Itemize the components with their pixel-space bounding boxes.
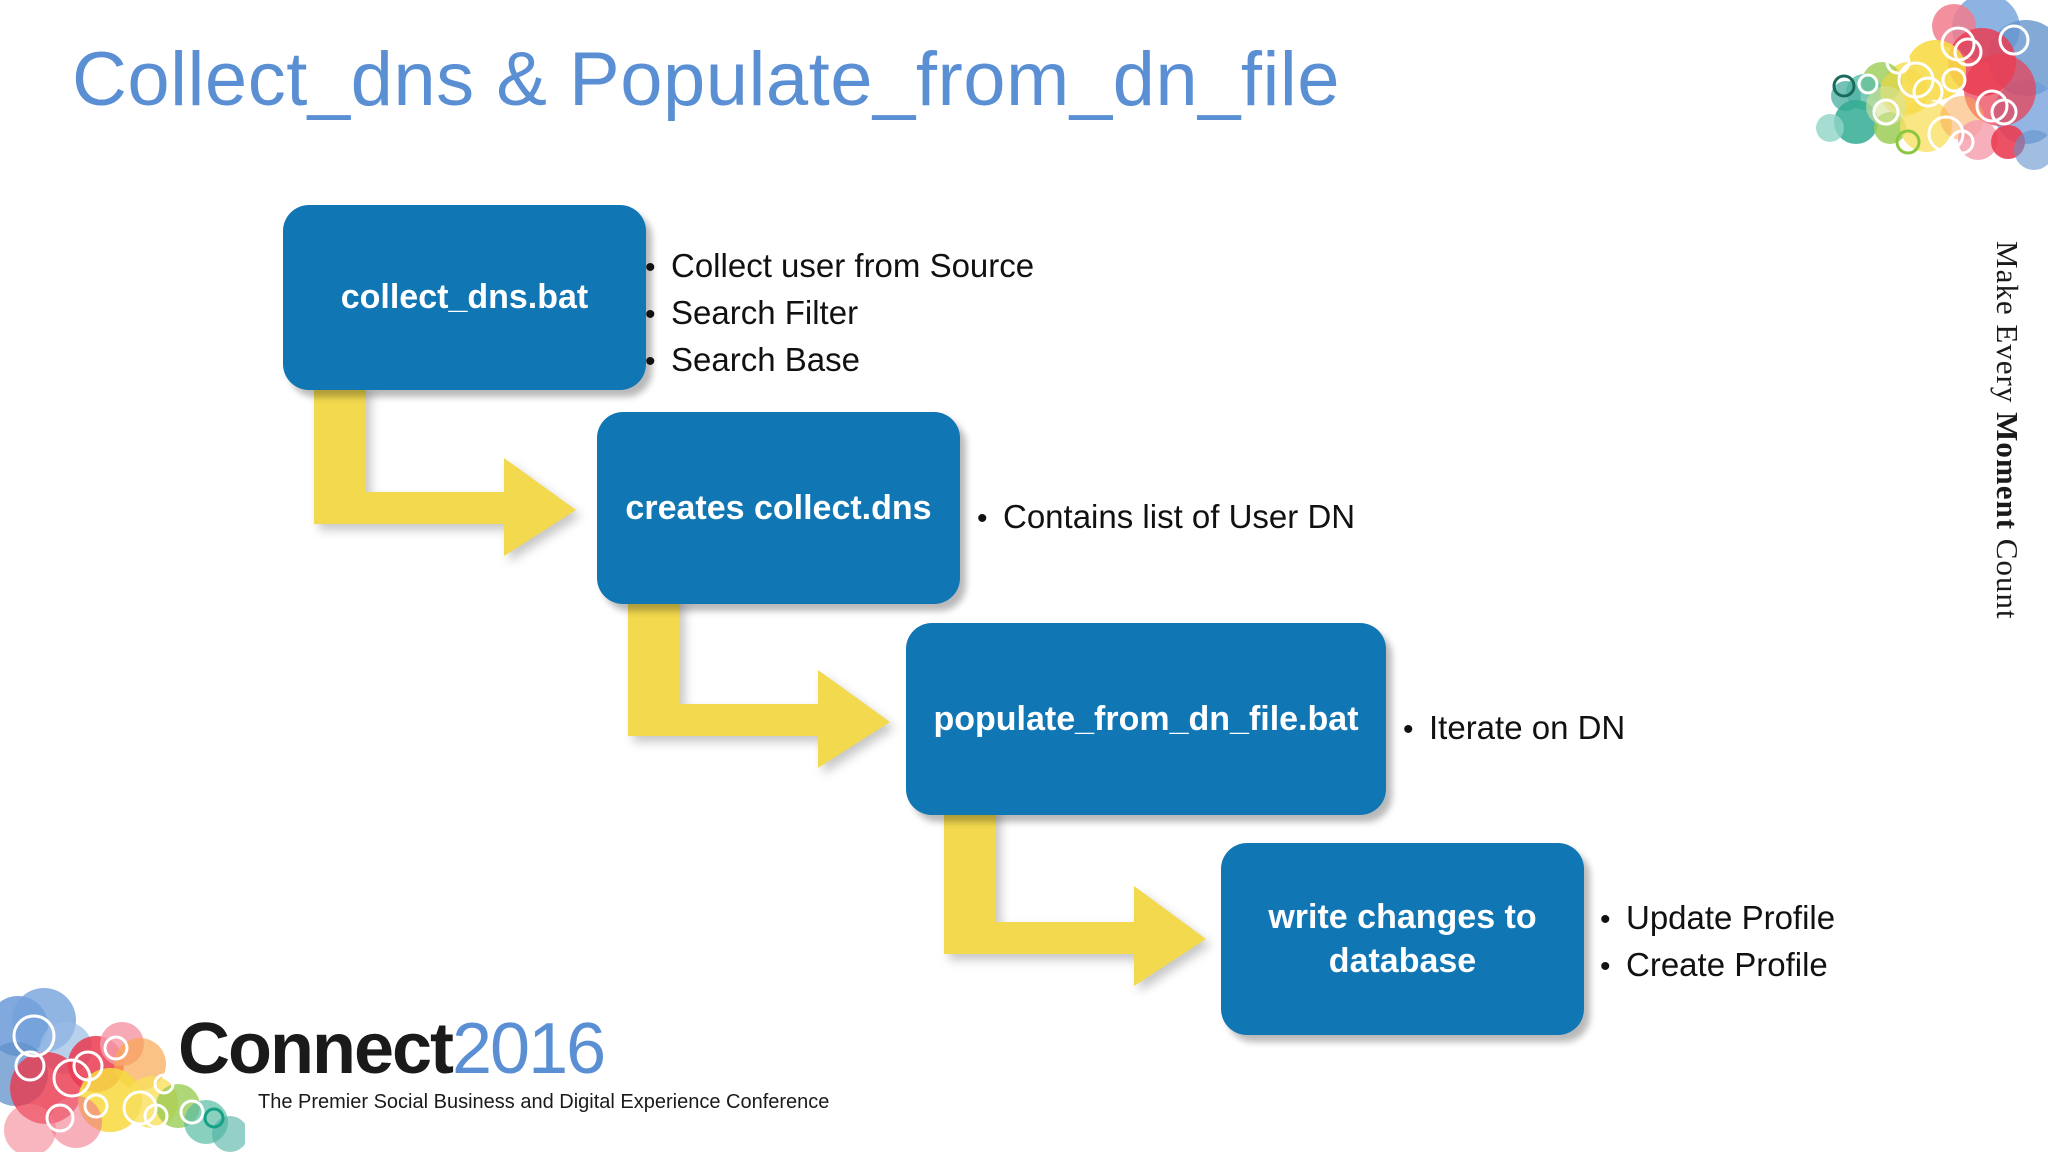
- logo-brand: Connect: [178, 1009, 454, 1089]
- page-title: Collect_dns & Populate_from_dn_file: [72, 37, 1341, 122]
- bullet-glyph: •: [1403, 713, 1414, 746]
- conference-logo: Connect2016 The Premier Social Business …: [178, 1013, 829, 1114]
- flow-step-1-bullets: • Collect user from Source • Search Filt…: [645, 243, 1034, 384]
- bullet-text: Update Profile: [1626, 899, 1836, 936]
- flow-step-label: populate_from_dn_file.bat: [933, 699, 1359, 738]
- bullet-text: Search Base: [671, 340, 860, 378]
- flow-step-creates-collect-dns[interactable]: creates collect.dns: [597, 412, 960, 604]
- flow-step-label: creates collect.dns: [625, 488, 932, 527]
- flow-step-collect-dns-bat[interactable]: collect_dns.bat: [283, 205, 646, 390]
- bullet-text: Collect user from Source: [671, 247, 1035, 284]
- tagline-prefix: Make Every: [1990, 240, 2025, 412]
- bullet-glyph: •: [1600, 903, 1611, 936]
- flow-step-label: write changes to database: [1268, 897, 1537, 980]
- logo-tagline: The Premier Social Business and Digital …: [258, 1091, 830, 1113]
- bullet-glyph: •: [645, 344, 656, 378]
- flow-arrow-2: [628, 596, 898, 768]
- bullet-item: • Contains list of User DN: [977, 494, 1355, 541]
- flow-step-4-bullets: • Update Profile • Create Profile: [1600, 895, 1835, 989]
- flow-arrow-3: [944, 806, 1214, 986]
- logo-wordmark: Connect2016: [178, 1013, 829, 1085]
- bullet-text: Iterate on DN: [1429, 709, 1626, 746]
- bullet-item: • Search Filter: [645, 290, 1034, 337]
- flow-arrow-1: [314, 384, 584, 556]
- bullet-item: • Iterate on DN: [1403, 705, 1625, 752]
- bullet-item: • Update Profile: [1600, 895, 1835, 942]
- flow-step-3-bullets: • Iterate on DN: [1403, 705, 1625, 752]
- decorative-bubbles-top-right: [1786, 0, 2048, 185]
- bullet-glyph: •: [645, 297, 656, 331]
- flow-step-populate-from-dn-file-bat[interactable]: populate_from_dn_file.bat: [906, 623, 1386, 815]
- vertical-tagline: Make Every Moment Count: [1984, 195, 2030, 665]
- bullet-item: • Collect user from Source: [645, 243, 1034, 290]
- bullet-item: • Create Profile: [1600, 942, 1835, 989]
- logo-year: 2016: [452, 1009, 606, 1089]
- bullet-glyph: •: [977, 502, 988, 535]
- bullet-glyph: •: [1600, 949, 1611, 983]
- bullet-text: Contains list of User DN: [1003, 498, 1356, 535]
- flow-step-label: collect_dns.bat: [340, 278, 589, 316]
- bullet-item: • Search Base: [645, 337, 1034, 384]
- tagline-emphasis: Moment: [1990, 411, 2025, 530]
- flow-step-2-bullets: • Contains list of User DN: [977, 494, 1355, 541]
- bullet-glyph: •: [645, 251, 656, 284]
- tagline-suffix: Count: [1990, 529, 2025, 620]
- flow-step-write-changes-to-database[interactable]: write changes to database: [1221, 843, 1584, 1035]
- bullet-text: Create Profile: [1626, 945, 1828, 983]
- bullet-text: Search Filter: [671, 293, 859, 331]
